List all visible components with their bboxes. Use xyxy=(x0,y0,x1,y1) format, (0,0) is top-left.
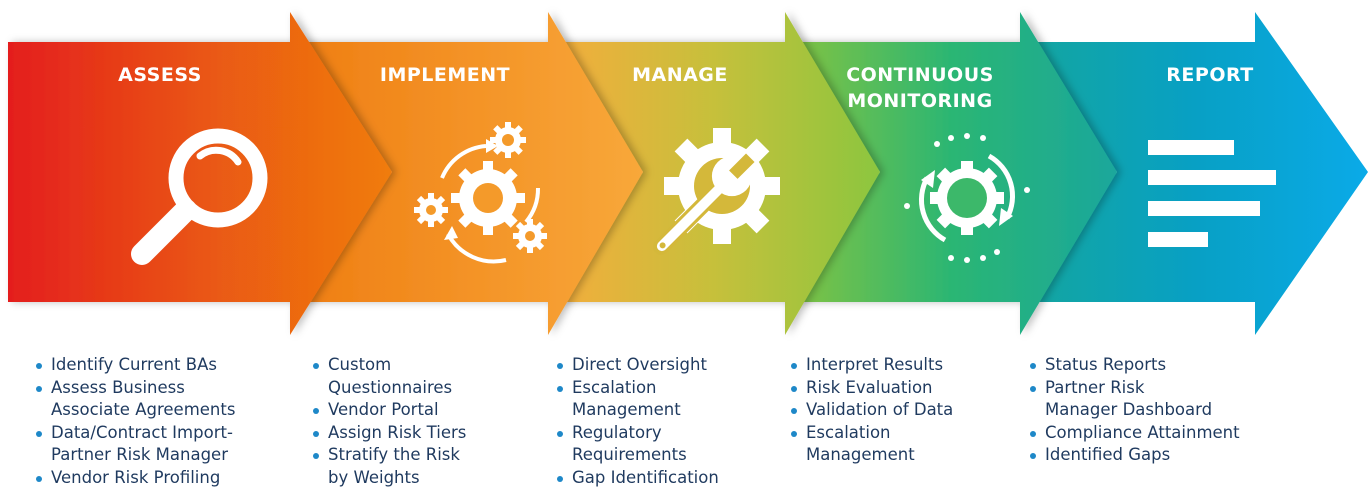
list-item: Custom Questionnaires xyxy=(312,354,466,399)
list-item: Validation of Data xyxy=(790,399,953,422)
list-item: Identified Gaps xyxy=(1029,444,1240,467)
list-item: Identify Current BAs xyxy=(35,354,235,377)
implement-title: IMPLEMENT xyxy=(379,64,511,86)
list-item: Gap Identification xyxy=(556,467,719,490)
stage-1-arrow xyxy=(8,12,392,335)
continuous-monitoring-title: CONTINUOUS MONITORING xyxy=(846,64,994,112)
list-item: Assign Risk Tiers xyxy=(312,422,466,445)
manage-title: MANAGE xyxy=(632,64,728,86)
list-item: Vendor Portal xyxy=(312,399,466,422)
list-item: Partner Risk Manager Dashboard xyxy=(1029,377,1240,422)
report-title: REPORT xyxy=(1166,64,1254,86)
report-lines-icon xyxy=(1130,118,1290,278)
list-item: Vendor Risk Profiling xyxy=(35,467,235,490)
list-item: Compliance Attainment xyxy=(1029,422,1240,445)
list-item: Status Reports xyxy=(1029,354,1240,377)
assess-title: ASSESS xyxy=(118,64,202,86)
list-item: Direct Oversight xyxy=(556,354,719,377)
list-item: Assess Business Associate Agreements xyxy=(35,377,235,422)
gears-cycle-icon xyxy=(408,118,568,278)
list-item: Escalation Management xyxy=(790,422,953,467)
implement-bullet-list: Custom Questionnaires Vendor Portal Assi… xyxy=(312,354,466,490)
gear-refresh-icon xyxy=(887,118,1047,278)
list-item: Stratify the Risk by Weights xyxy=(312,444,466,489)
list-item: Data/Contract Import- Partner Risk Manag… xyxy=(35,422,235,467)
list-item: Regulatory Requirements xyxy=(556,422,719,467)
magnifier-icon xyxy=(120,118,280,278)
list-item: Interpret Results xyxy=(790,354,953,377)
report-bullet-list: Status Reports Partner Risk Manager Dash… xyxy=(1029,354,1240,467)
assess-bullet-list: Identify Current BAs Assess Business Ass… xyxy=(35,354,235,490)
list-item: Escalation Management xyxy=(556,377,719,422)
continuous-monitoring-bullet-list: Interpret Results Risk Evaluation Valida… xyxy=(790,354,953,467)
gear-wrench-icon xyxy=(640,118,800,278)
list-item: Risk Evaluation xyxy=(790,377,953,400)
manage-bullet-list: Direct Oversight Escalation Management R… xyxy=(556,354,719,490)
